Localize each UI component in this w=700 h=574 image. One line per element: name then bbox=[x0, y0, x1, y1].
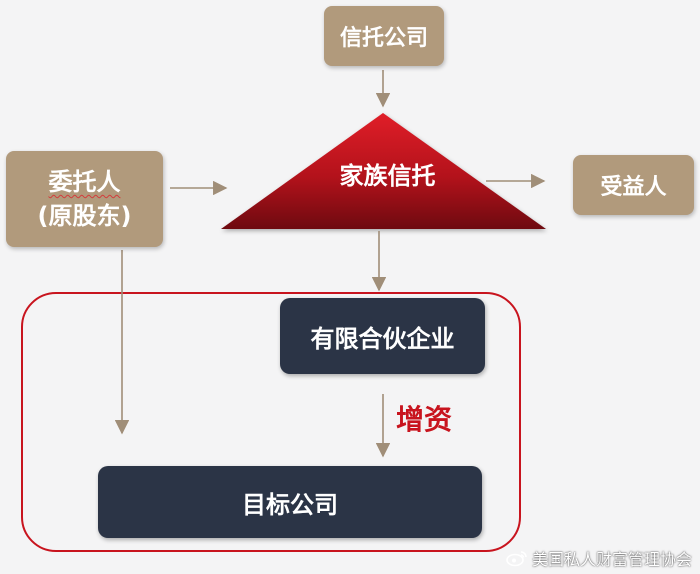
trust-company-label: 信托公司 bbox=[339, 26, 428, 51]
settlor-sublabel: (原股东) bbox=[37, 202, 132, 230]
beneficiary-label: 受益人 bbox=[600, 175, 667, 200]
family-trust-label: 家族信托 bbox=[339, 162, 436, 190]
limited-partnership-node: 有限合伙企业 bbox=[280, 298, 485, 374]
target-company-label: 目标公司 bbox=[242, 490, 338, 519]
family-trust-triangle bbox=[221, 113, 546, 229]
beneficiary-node: 受益人 bbox=[573, 155, 694, 215]
weibo-icon bbox=[506, 551, 527, 567]
settlor-node: 委托人 (原股东) bbox=[6, 151, 163, 247]
enterprise-group-frame bbox=[21, 292, 521, 552]
target-company-node: 目标公司 bbox=[98, 466, 482, 538]
settlor-label: 委托人 bbox=[48, 168, 121, 196]
trust-company-node: 信托公司 bbox=[324, 6, 444, 66]
capital-increase-label: 增资 bbox=[396, 403, 453, 436]
limited-partnership-label: 有限合伙企业 bbox=[310, 324, 455, 353]
watermark: 美国私人财富管理协会 bbox=[506, 546, 692, 570]
watermark-text: 美国私人财富管理协会 bbox=[531, 550, 692, 569]
